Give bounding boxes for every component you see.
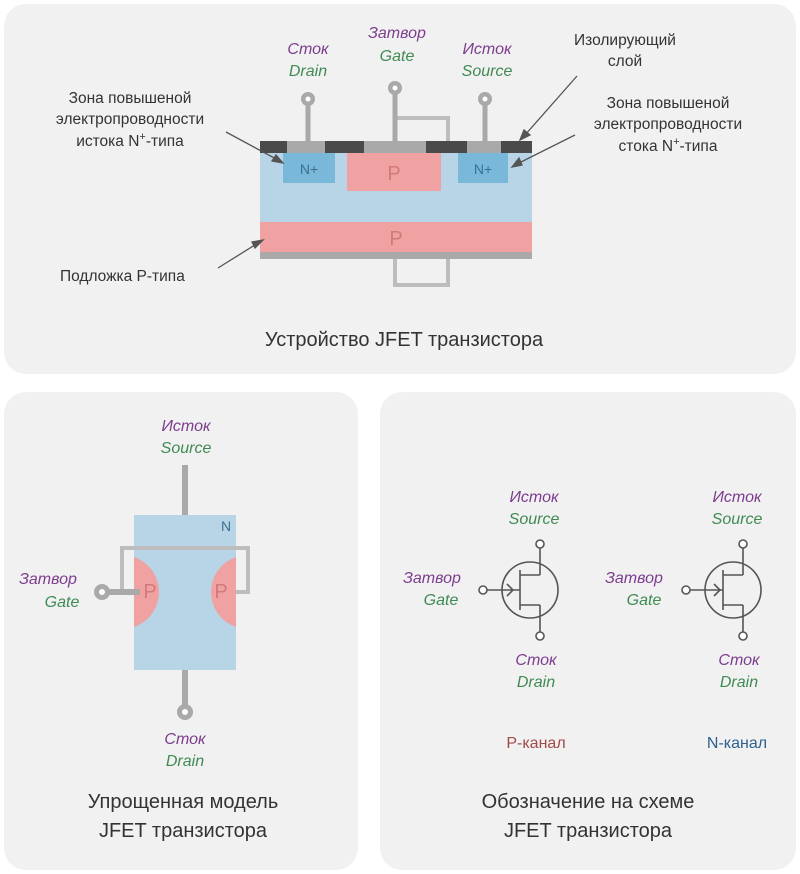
gate-label-en: Gate <box>380 48 415 65</box>
n-plus-drain-label: N+ <box>300 161 318 177</box>
insulator-pointer <box>524 75 578 136</box>
n-plus-drain-zone <box>283 153 335 183</box>
source-label-en: Source <box>161 440 212 457</box>
source-zone-label-line1: Зона повышеной <box>69 90 192 107</box>
insulator-arrowhead <box>518 128 532 142</box>
p-right-label: P <box>214 581 227 603</box>
p-left-label: P <box>143 581 156 603</box>
drain-terminal-hole <box>182 709 188 715</box>
p-source-label-ru: Исток <box>509 489 559 506</box>
n-channel-label: N-канал <box>707 735 767 752</box>
p-symbol-source-terminal <box>535 539 545 549</box>
insulator-label-line1: Изолирующий <box>574 32 676 49</box>
drain-zone-label-line2: электропроводности <box>594 116 742 133</box>
n-source-label-en: Source <box>712 511 763 528</box>
p-substrate-label: P <box>389 228 402 250</box>
n-symbol-arrow <box>713 583 722 597</box>
schematic-symbols-panel <box>380 392 796 870</box>
simplified-caption-line1: Упрощенная модель <box>88 791 279 813</box>
p-drain-label-ru: Сток <box>515 652 558 669</box>
p-source-label-en: Source <box>509 511 560 528</box>
p-substrate-region <box>260 222 532 252</box>
source-zone-arrowhead <box>270 153 285 164</box>
gate-label-ru: Затвор <box>19 571 77 588</box>
n-drain-label-ru: Сток <box>718 652 761 669</box>
drain-zone-arrowhead <box>510 156 523 168</box>
p-gate-zone <box>347 153 441 191</box>
simplified-caption-line2: JFET транзистора <box>99 820 268 842</box>
gate-label-en: Gate <box>45 594 80 611</box>
p-drain-label-en: Drain <box>517 674 555 691</box>
source-zone-label-line3: истока N+-типа <box>76 131 184 150</box>
n-source-label-ru: Исток <box>712 489 762 506</box>
p-gate-label-ru: Затвор <box>403 570 461 587</box>
schematic-caption-line2: JFET транзистора <box>504 820 673 842</box>
n-gate-label-ru: Затвор <box>605 570 663 587</box>
substrate-label: Подложка P-типа <box>60 268 185 285</box>
p-symbol-drain-terminal <box>535 631 545 641</box>
insulator-label-line2: слой <box>608 53 642 70</box>
gate-terminal-hole <box>99 589 105 595</box>
p-gate-left <box>134 557 159 627</box>
p-gate-label-en: Gate <box>424 592 459 609</box>
device-caption: Устройство JFET транзистора <box>265 329 544 351</box>
drain-label-en: Drain <box>289 63 327 80</box>
source-label-ru: Исток <box>462 41 512 58</box>
p-symbol-gate-terminal <box>478 585 488 595</box>
drain-label-ru: Сток <box>287 41 330 58</box>
gate-connection-loop <box>120 546 250 594</box>
pointer-arrows <box>217 75 578 269</box>
drain-zone-label-line3: стока N+-типа <box>619 136 718 155</box>
n-gate-label-en: Gate <box>627 592 662 609</box>
gate-label-ru: Затвор <box>368 25 426 42</box>
p-channel-symbol <box>478 539 559 641</box>
simplified-model-diagram: N P P Исток Source Затвор Gate Сток Drai… <box>19 418 279 842</box>
drain-contact <box>287 141 325 153</box>
n-region-label: N <box>221 518 231 534</box>
bottom-metal-contact <box>260 252 532 259</box>
gate-contact <box>364 141 426 153</box>
p-symbol-arrow <box>506 583 515 597</box>
n-drain-label-en: Drain <box>720 674 758 691</box>
source-label-en: Source <box>462 63 513 80</box>
n-symbol-gate-terminal <box>681 585 691 595</box>
drain-terminal-hole <box>305 96 311 102</box>
substrate-pointer <box>217 242 259 269</box>
drain-zone-pointer <box>516 134 576 165</box>
source-label-ru: Исток <box>161 418 211 435</box>
drain-zone-label-line1: Зона повышеной <box>607 95 730 112</box>
source-contact <box>467 141 501 153</box>
n-channel-symbol <box>681 539 762 641</box>
device-structure-diagram: N+ N+ P P Сток Drain Затвор Gate Исток S… <box>56 25 742 351</box>
schematic-caption-line1: Обозначение на схеме <box>482 791 695 813</box>
p-gate-right <box>211 557 236 627</box>
n-plus-source-zone <box>458 153 508 183</box>
drain-label-en: Drain <box>166 753 204 770</box>
substrate-arrowhead <box>251 238 265 250</box>
drain-label-ru: Сток <box>164 731 207 748</box>
source-terminal-hole <box>482 96 488 102</box>
p-channel-label: P-канал <box>506 735 565 752</box>
source-zone-pointer <box>225 131 279 161</box>
n-plus-source-label: N+ <box>474 161 492 177</box>
source-zone-label-line2: электропроводности <box>56 111 204 128</box>
p-gate-label: P <box>387 163 400 185</box>
n-symbol-drain-terminal <box>738 631 748 641</box>
gate-terminal-hole <box>392 85 398 91</box>
n-symbol-source-terminal <box>738 539 748 549</box>
